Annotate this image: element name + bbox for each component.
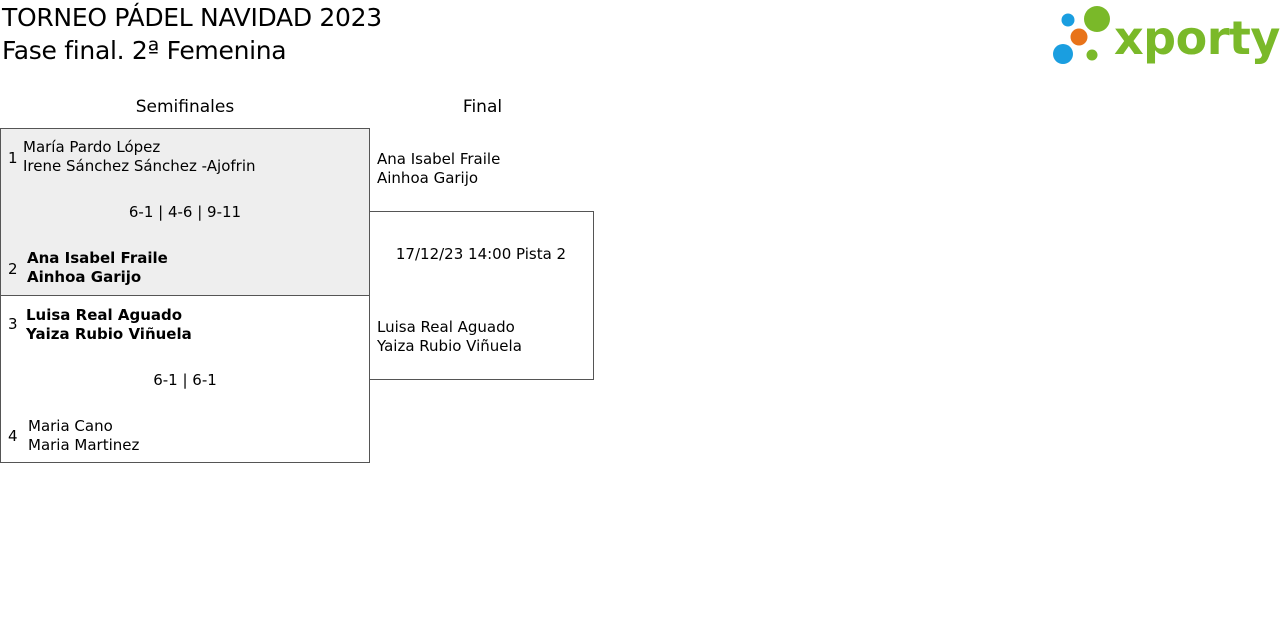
player-name: Yaiza Rubio Viñuela (26, 325, 192, 343)
player-name: Yaiza Rubio Viñuela (377, 337, 522, 355)
xporty-logo[interactable]: xporty (1050, 4, 1280, 68)
player-name: Luisa Real Aguado (377, 318, 515, 336)
player-name: Maria Cano (28, 417, 113, 435)
seed-number: 3 (8, 315, 18, 333)
logo-wordmark: xporty (1114, 11, 1280, 65)
player-name: Luisa Real Aguado (26, 306, 183, 324)
team-names: Maria Cano Maria Martinez (28, 417, 139, 455)
seed-number: 4 (8, 427, 18, 445)
seed-number: 2 (8, 260, 18, 278)
winner-team-names: Luisa Real Aguado Yaiza Rubio Viñuela (26, 306, 192, 344)
logo-dots-icon (1053, 6, 1110, 64)
semifinals-heading: Semifinales (135, 97, 235, 117)
final-match[interactable]: 17/12/23 14:00 Pista 2 (369, 211, 594, 380)
tournament-title: TORNEO PÁDEL NAVIDAD 2023 (2, 3, 382, 32)
player-name: Ana Isabel Fraile (377, 150, 501, 168)
match-score: 6-1 | 6-1 (153, 371, 217, 389)
player-name: Irene Sánchez Sánchez -Ajofrin (23, 157, 256, 175)
player-name: Ainhoa Garijo (377, 169, 479, 187)
final-schedule: 17/12/23 14:00 Pista 2 (395, 245, 567, 263)
team-names: María Pardo López Irene Sánchez Sánchez … (23, 138, 256, 176)
player-name: Maria Martinez (28, 436, 140, 454)
seed-number: 1 (8, 149, 18, 167)
player-name: Ainhoa Garijo (27, 268, 142, 286)
match-score: 6-1 | 4-6 | 9-11 (128, 203, 242, 221)
phase-subtitle: Fase final. 2ª Femenina (2, 36, 287, 65)
winner-team-names: Ana Isabel Fraile Ainhoa Garijo (27, 249, 168, 287)
final-heading: Final (462, 97, 503, 117)
player-name: María Pardo López (23, 138, 161, 156)
semifinal-match-2[interactable]: 3 Luisa Real Aguado Yaiza Rubio Viñuela … (0, 295, 370, 463)
semifinal-match-1[interactable]: 1 María Pardo López Irene Sánchez Sánche… (0, 128, 370, 296)
player-name: Ana Isabel Fraile (27, 249, 168, 267)
final-team-2: Luisa Real Aguado Yaiza Rubio Viñuela (377, 318, 522, 356)
final-team-1: Ana Isabel Fraile Ainhoa Garijo (377, 150, 500, 188)
